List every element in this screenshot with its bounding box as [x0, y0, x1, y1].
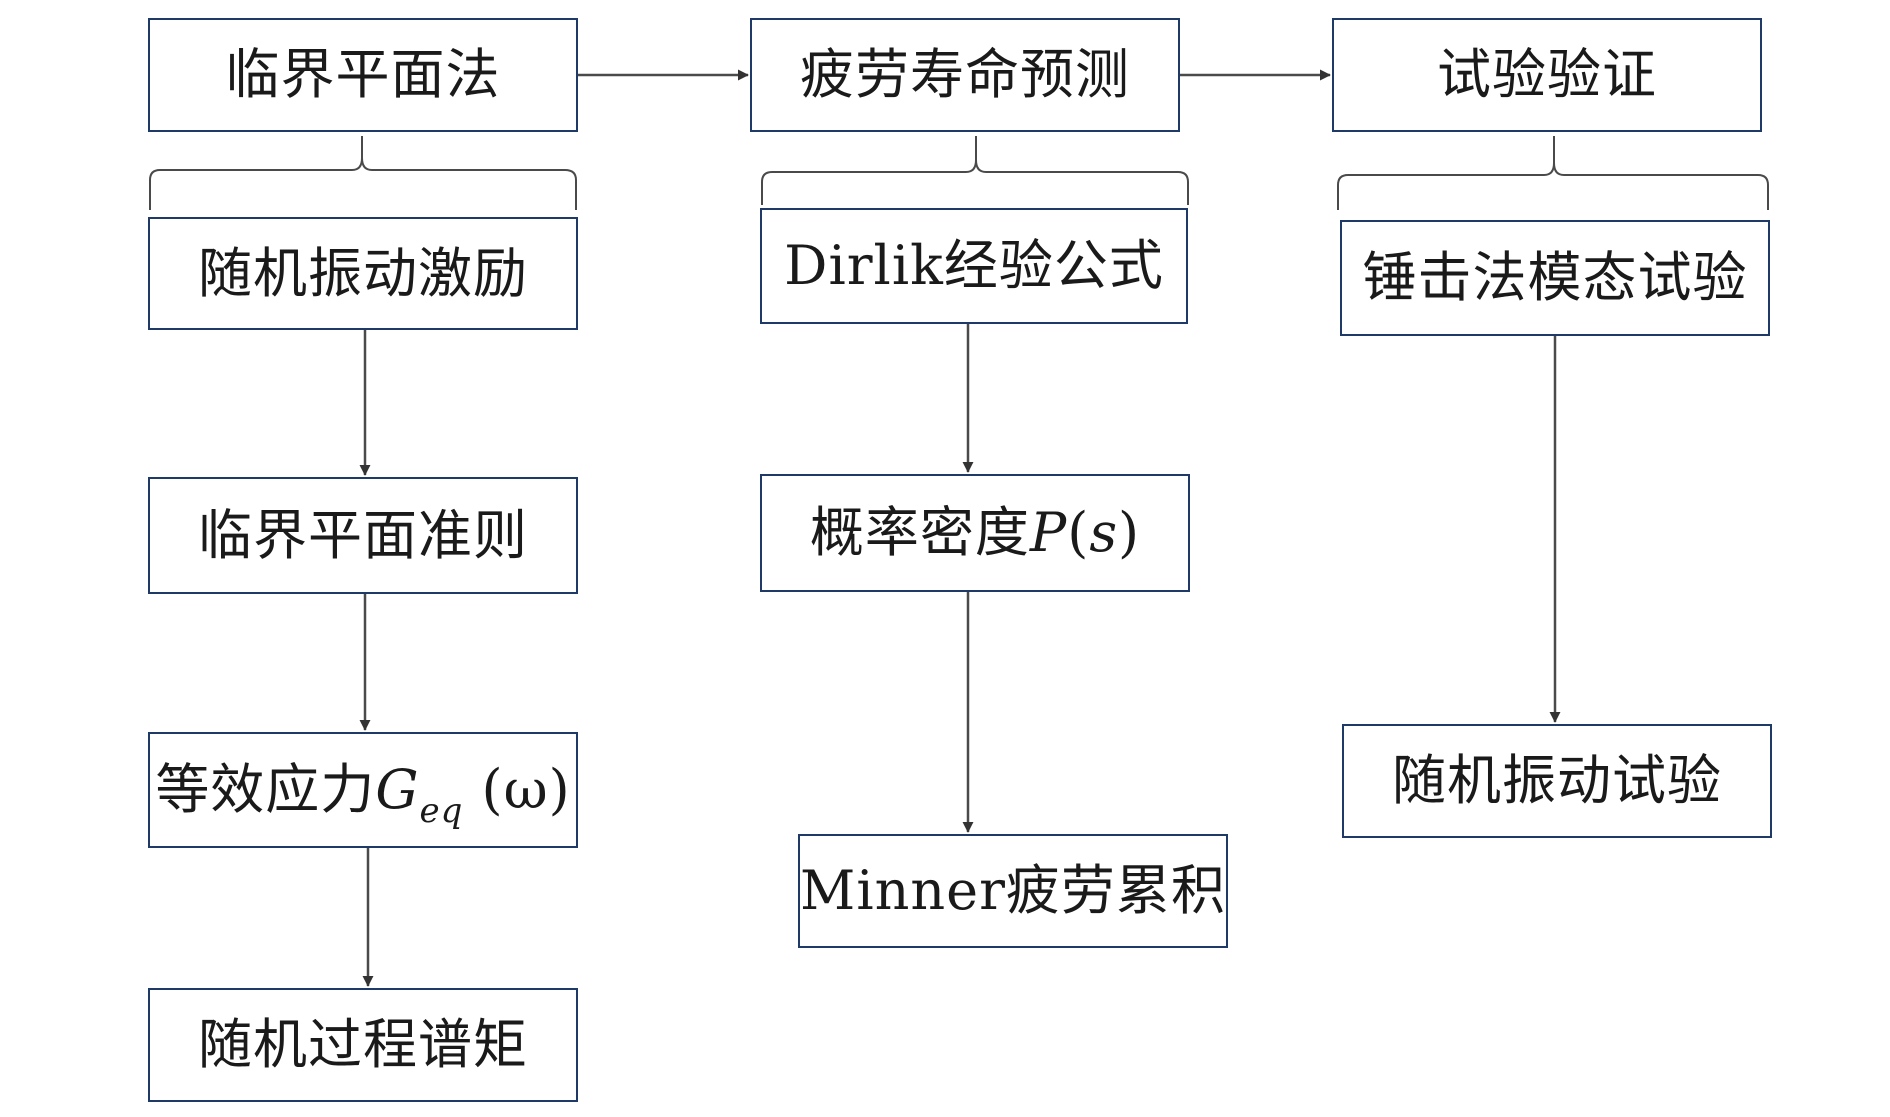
node-label: 随机振动试验: [1392, 749, 1722, 812]
formula-argument-omega: (ω): [481, 758, 571, 821]
node-dirlik-formula: Dirlik经验公式: [760, 208, 1188, 324]
node-critical-plane-criterion: 临界平面准则: [148, 477, 578, 594]
formula-symbol-p: P: [1029, 501, 1068, 564]
brace-col3: [1337, 136, 1769, 210]
formula-symbol-g: G: [375, 758, 420, 821]
node-label: 概率密度P(s): [810, 506, 1140, 560]
formula-var-s: s: [1089, 501, 1119, 564]
probability-density-label: 概率密度: [809, 501, 1030, 564]
node-random-vibration-excitation: 随机振动激励: [148, 217, 578, 330]
node-probability-density: 概率密度P(s): [760, 474, 1190, 592]
formula-close-paren: ): [1118, 501, 1141, 564]
node-miner-cumulative-fatigue: Minner疲劳累积: [798, 834, 1228, 948]
brace-col2: [761, 136, 1189, 205]
node-label: 试验验证: [1437, 43, 1657, 106]
formula-open-paren: (: [1067, 501, 1090, 564]
node-critical-plane-method: 临界平面法: [148, 18, 578, 132]
node-hammer-modal-test: 锤击法模态试验: [1340, 220, 1770, 336]
formula-subscript-eq: eq: [419, 791, 464, 831]
node-equivalent-stress: 等效应力Geq (ω): [148, 732, 578, 848]
node-label: 等效应力Geq (ω): [155, 763, 570, 829]
node-label: Dirlik经验公式: [784, 234, 1164, 297]
brace-col1: [149, 136, 577, 210]
node-experimental-validation: 试验验证: [1332, 18, 1762, 132]
node-fatigue-life-prediction: 疲劳寿命预测: [750, 18, 1180, 132]
node-label: Minner疲劳累积: [800, 859, 1226, 922]
node-label: 随机过程谱矩: [198, 1013, 528, 1076]
node-label: 随机振动激励: [198, 241, 528, 305]
equivalent-stress-label: 等效应力: [155, 758, 376, 821]
node-random-vibration-test: 随机振动试验: [1342, 724, 1772, 838]
node-label: 疲劳寿命预测: [800, 43, 1130, 106]
node-label: 临界平面准则: [198, 503, 528, 567]
node-label: 临界平面法: [225, 43, 501, 106]
node-label: 锤击法模态试验: [1362, 246, 1748, 309]
node-random-process-spectral-moment: 随机过程谱矩: [148, 988, 578, 1102]
